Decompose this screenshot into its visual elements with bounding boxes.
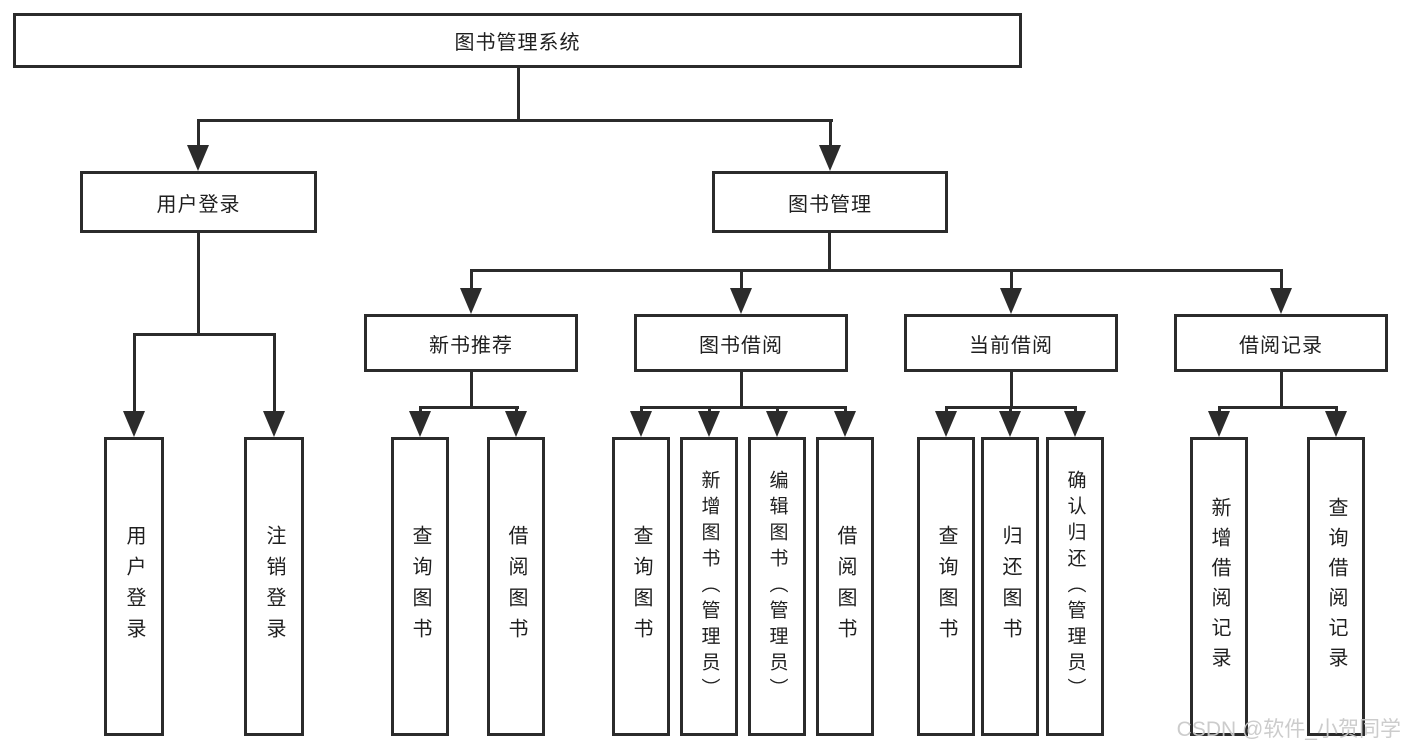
arrowhead-icon xyxy=(834,411,856,437)
node-current-borrowing: 当前借阅 xyxy=(904,314,1118,372)
connector-line xyxy=(273,333,276,415)
leaf-user-login: 用户登录 xyxy=(104,437,164,736)
node-user-login-label: 用户登录 xyxy=(156,193,241,216)
arrowhead-icon xyxy=(409,411,431,437)
connector-line xyxy=(945,406,948,415)
connector-line xyxy=(844,406,847,415)
arrowhead-icon xyxy=(935,411,957,437)
leaf-query-books-borrowing-label: 查询图书 xyxy=(630,524,652,649)
leaf-add-borrow-record: 新增借阅记录 xyxy=(1190,437,1248,736)
connector-line xyxy=(640,406,643,415)
node-borrowing-records: 借阅记录 xyxy=(1174,314,1388,372)
connector-line xyxy=(640,406,846,409)
arrowhead-icon xyxy=(730,288,752,314)
arrowhead-icon xyxy=(1270,288,1292,314)
node-book-borrowing: 图书借阅 xyxy=(634,314,848,372)
connector-line xyxy=(470,269,473,291)
connector-line xyxy=(740,269,743,291)
arrowhead-icon xyxy=(460,288,482,314)
leaf-logout: 注销登录 xyxy=(244,437,304,736)
connector-line xyxy=(1335,406,1338,415)
leaf-borrow-books-recommend: 借阅图书 xyxy=(487,437,545,736)
arrowhead-icon xyxy=(187,145,209,171)
arrowhead-icon xyxy=(1208,411,1230,437)
connector-line xyxy=(470,372,473,409)
arrowhead-icon xyxy=(819,145,841,171)
connector-line xyxy=(1280,269,1283,291)
leaf-edit-book-admin: 编辑图书（管理员） xyxy=(748,437,806,736)
leaf-query-books-recommend: 查询图书 xyxy=(391,437,449,736)
node-book-borrowing-label: 图书借阅 xyxy=(699,334,783,357)
connector-line xyxy=(419,406,519,409)
leaf-add-borrow-record-label: 新增借阅记录 xyxy=(1208,496,1230,677)
connector-line xyxy=(470,269,1283,272)
node-new-book-recommend: 新书推荐 xyxy=(364,314,578,372)
connector-line xyxy=(133,333,276,336)
connector-line xyxy=(1280,372,1283,409)
arrowhead-icon xyxy=(263,411,285,437)
leaf-query-borrow-record: 查询借阅记录 xyxy=(1307,437,1365,736)
leaf-query-books-recommend-label: 查询图书 xyxy=(409,524,431,649)
arrowhead-icon xyxy=(630,411,652,437)
leaf-logout-label: 注销登录 xyxy=(263,524,285,649)
leaf-return-book: 归还图书 xyxy=(981,437,1039,736)
connector-line xyxy=(1218,406,1337,409)
connector-line xyxy=(1010,269,1013,291)
leaf-edit-book-admin-label: 编辑图书（管理员） xyxy=(766,469,788,704)
node-new-book-recommend-label: 新书推荐 xyxy=(429,334,513,357)
leaf-user-login-label: 用户登录 xyxy=(123,524,145,649)
connector-line xyxy=(133,333,136,415)
arrowhead-icon xyxy=(123,411,145,437)
connector-line xyxy=(1010,372,1013,409)
leaf-confirm-return-admin: 确认归还（管理员） xyxy=(1046,437,1104,736)
leaf-return-book-label: 归还图书 xyxy=(999,524,1021,649)
node-current-borrowing-label: 当前借阅 xyxy=(969,334,1053,357)
connector-line xyxy=(1009,406,1012,415)
connector-line xyxy=(740,372,743,409)
connector-line xyxy=(776,406,779,415)
connector-line xyxy=(828,233,831,272)
leaf-borrow-books-recommend-label: 借阅图书 xyxy=(505,524,527,649)
arrowhead-icon xyxy=(1000,288,1022,314)
connector-line xyxy=(517,68,520,122)
node-borrowing-records-label: 借阅记录 xyxy=(1239,334,1323,357)
leaf-query-books-borrowing: 查询图书 xyxy=(612,437,670,736)
connector-line xyxy=(197,119,833,122)
node-library-system: 图书管理系统 xyxy=(13,13,1022,68)
connector-line xyxy=(419,406,422,415)
arrowhead-icon xyxy=(698,411,720,437)
node-book-management: 图书管理 xyxy=(712,171,948,233)
connector-line xyxy=(829,119,832,149)
connector-line xyxy=(1218,406,1221,415)
arrowhead-icon xyxy=(505,411,527,437)
leaf-borrow-books-borrowing: 借阅图书 xyxy=(816,437,874,736)
connector-line xyxy=(197,233,200,336)
arrowhead-icon xyxy=(766,411,788,437)
node-library-system-label: 图书管理系统 xyxy=(454,32,581,54)
leaf-add-book-admin-label: 新增图书（管理员） xyxy=(698,469,720,704)
connector-line xyxy=(515,406,518,415)
arrowhead-icon xyxy=(999,411,1021,437)
connector-line xyxy=(1074,406,1077,415)
arrowhead-icon xyxy=(1325,411,1347,437)
leaf-query-books-current: 查询图书 xyxy=(917,437,975,736)
leaf-add-book-admin: 新增图书（管理员） xyxy=(680,437,738,736)
node-book-management-label: 图书管理 xyxy=(788,193,872,216)
leaf-query-books-current-label: 查询图书 xyxy=(935,524,957,649)
leaf-confirm-return-admin-label: 确认归还（管理员） xyxy=(1064,469,1086,704)
csdn-watermark: CSDN @软件_小贺同学 xyxy=(1176,718,1401,741)
leaf-borrow-books-borrowing-label: 借阅图书 xyxy=(834,524,856,649)
connector-line xyxy=(708,406,711,415)
connector-line xyxy=(197,119,200,149)
arrowhead-icon xyxy=(1064,411,1086,437)
leaf-query-borrow-record-label: 查询借阅记录 xyxy=(1325,496,1347,677)
node-user-login: 用户登录 xyxy=(80,171,317,233)
